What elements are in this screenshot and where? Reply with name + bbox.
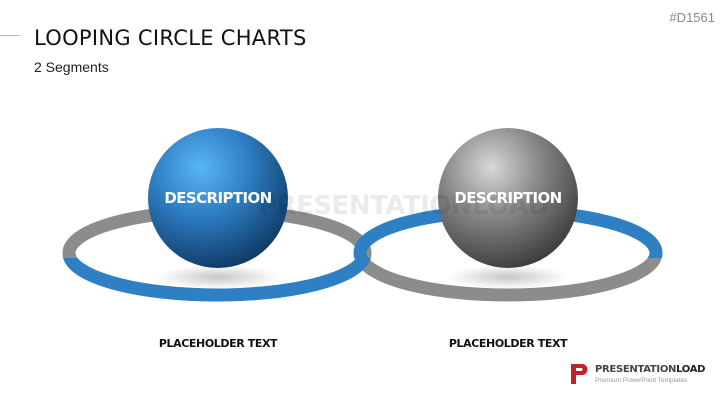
logo-name-part2: LOAD	[676, 364, 706, 375]
left-sphere-label: DESCRIPTION	[164, 189, 271, 207]
ring-overlap	[63, 258, 371, 302]
presentationload-logo: PRESENTATIONLOAD Premium PowerPoint Temp…	[568, 360, 718, 390]
left-sphere	[148, 128, 288, 268]
logo-name-part1: PRESENTATION	[595, 364, 677, 375]
left-caption: PLACEHOLDER TEXT	[158, 337, 278, 350]
right-sphere-label: DESCRIPTION	[454, 189, 561, 207]
right-sphere-shadow	[446, 265, 570, 289]
slide-code: #D1561	[669, 10, 715, 25]
logo-wordmark: PRESENTATIONLOAD	[595, 364, 705, 375]
title-rule	[0, 35, 20, 36]
right-caption: PLACEHOLDER TEXT	[448, 337, 568, 350]
slide-title: LOOPING CIRCLE CHARTS	[34, 26, 307, 50]
left-sphere-shadow	[156, 265, 280, 289]
right-sphere	[438, 128, 578, 268]
logo-mark-icon	[571, 364, 588, 384]
slide-subtitle: 2 Segments	[34, 59, 109, 75]
logo-tagline: Premium PowerPoint Templates	[595, 377, 688, 384]
watermark: PRESENTATIONLOAD	[258, 191, 549, 221]
